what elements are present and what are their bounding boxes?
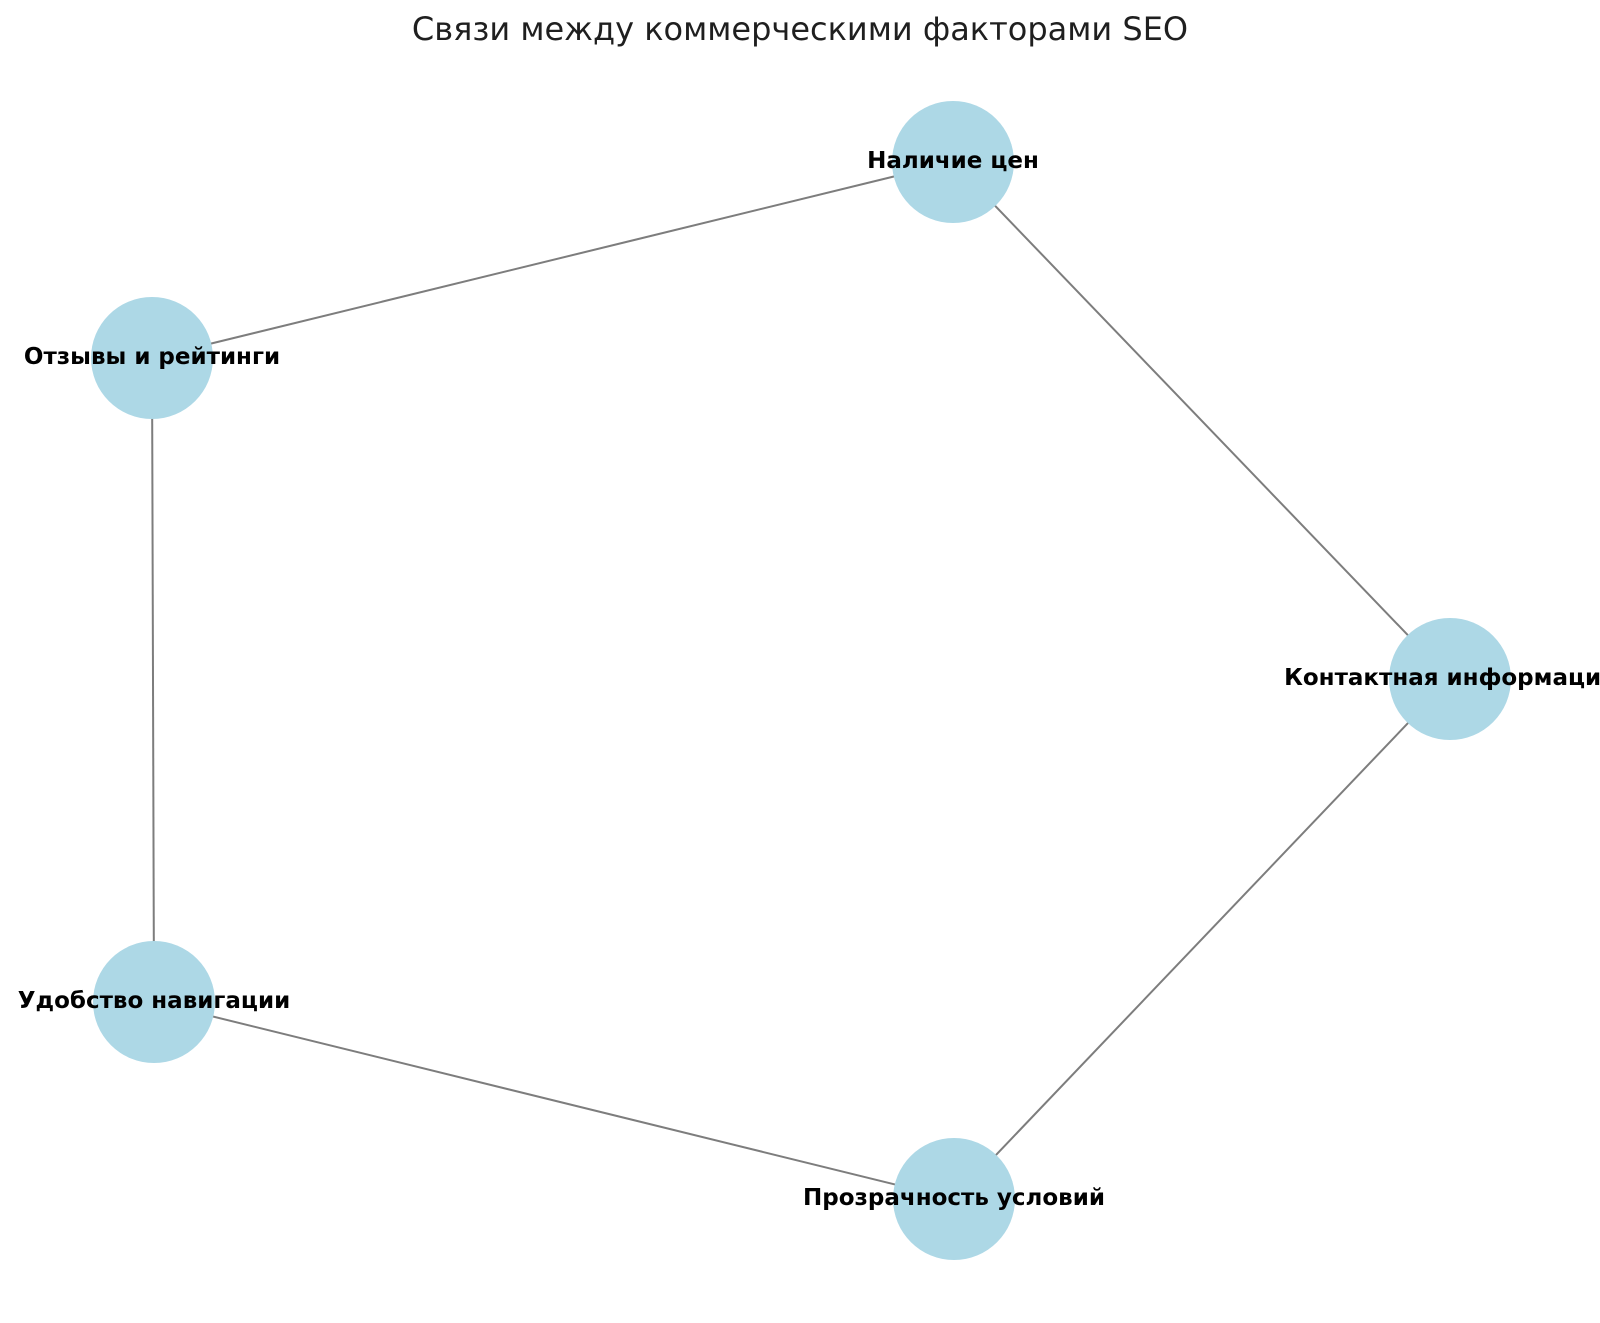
- edge-pricing-contact: [952, 161, 1451, 680]
- node-label-reviews: Отзывы и рейтинги: [23, 344, 281, 371]
- node-transparency: [893, 1138, 1015, 1260]
- node-contact: [1389, 618, 1511, 740]
- node-label-contact: Контактная информация: [1284, 665, 1600, 692]
- node-navigation: [93, 941, 215, 1063]
- edge-contact-transparency: [953, 678, 1451, 1200]
- node-reviews: [91, 297, 213, 419]
- node-label-transparency: Прозрачность условий: [803, 1185, 1105, 1212]
- node-label-pricing: Наличие цен: [867, 148, 1039, 175]
- node-pricing: [892, 101, 1014, 223]
- edge-pricing-reviews: [151, 161, 954, 359]
- node-label-navigation: Удобство навигации: [17, 988, 291, 1015]
- edge-navigation-transparency: [153, 1001, 955, 1200]
- figure-title: Связи между коммерческими факторами SEO: [411, 10, 1189, 48]
- edge-reviews-navigation: [151, 357, 155, 1003]
